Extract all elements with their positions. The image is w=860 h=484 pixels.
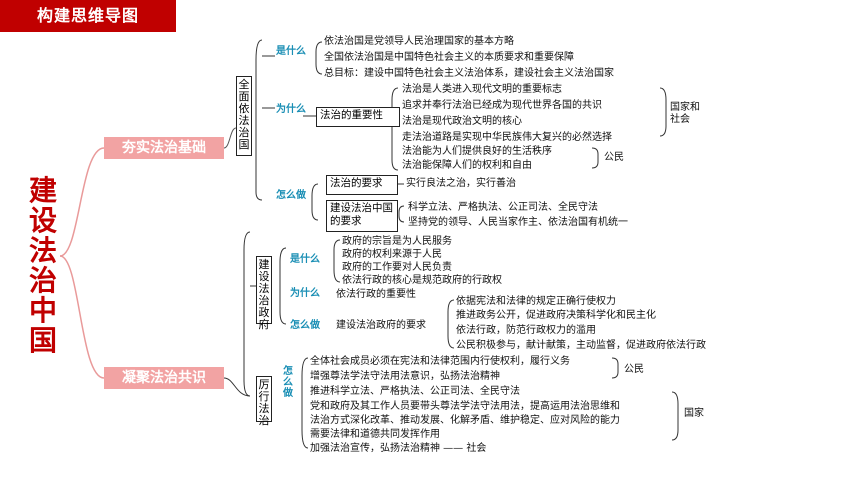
why-item-3: 法治是现代政治文明的核心 <box>402 116 522 127</box>
how-box1-text: 实行良法之治，实行善治 <box>406 178 516 189</box>
group-citizen: 公民 <box>604 152 624 163</box>
gov-tag-how: 怎么做 <box>290 320 320 331</box>
branch2-group-citizen: 公民 <box>624 364 644 375</box>
gov-how-item-4: 公民积极参与，献计献策，主动监督，促进政府依法行政 <box>456 340 706 351</box>
node-rule-by-law: 全面依法治国 <box>236 76 252 156</box>
box-build-requirements: 建设法治中国的要求 <box>326 200 398 232</box>
gov-how-item-3: 依法行政，防范行政权力的滥用 <box>456 325 596 336</box>
node-rule-government: 建设法治政府 <box>256 256 272 331</box>
branch2-item-7: 加强法治宣传，弘扬法治精神 —— 社会 <box>310 443 487 454</box>
node-practice-rule-of-law: 厉行法治 <box>256 376 272 427</box>
how-box2-item-1: 科学立法、严格执法、公正司法、全民守法 <box>408 202 598 213</box>
branch2-tag-how: 怎么做 <box>283 366 293 399</box>
branch2-item-5: 法治方式深化改革、推动发展、化解矛盾、维护稳定、应对风险的能力 <box>310 415 620 426</box>
tag-why: 为什么 <box>276 104 306 115</box>
box-requirements: 法治的要求 <box>326 175 398 195</box>
gov-what-item-2: 政府的权利来源于人民 <box>342 249 442 260</box>
branch-title-foundation: 夯实法治基础 <box>104 137 224 159</box>
how-box2-item-2: 坚持党的领导、人民当家作主、依法治国有机统一 <box>408 217 628 228</box>
why-item-2: 追求并奉行法治已经成为现代世界各国的共识 <box>402 100 602 111</box>
tag-how: 怎么做 <box>276 190 306 201</box>
box-importance: 法治的重要性 <box>316 107 400 127</box>
why-item-4: 走法治道路是实现中华民族伟大复兴的必然选择 <box>402 132 612 143</box>
what-item-3: 总目标：建设中国特色社会主义法治体系，建设社会主义法治国家 <box>324 68 614 79</box>
why-item-5: 法治能为人们提供良好的生活秩序 <box>402 146 552 157</box>
branch-title-consensus: 凝聚法治共识 <box>104 367 224 389</box>
branch2-item-2: 增强尊法学法守法用法意识，弘扬法治精神 <box>310 371 500 382</box>
tag-what: 是什么 <box>276 46 306 57</box>
header-banner: 构建思维导图 <box>0 0 176 32</box>
root-title: 建设法治中国 <box>28 174 57 357</box>
gov-what-item-3: 政府的工作要对人民负责 <box>342 262 452 273</box>
branch2-item-6: 需要法律和道德共同发挥作用 <box>310 429 440 440</box>
why-item-1: 法治是人类进入现代文明的重要标志 <box>402 84 562 95</box>
gov-how-item-1: 依据宪法和法律的规定正确行使权力 <box>456 296 616 307</box>
gov-what-item-4: 依法行政的核心是规范政府的行政权 <box>342 275 502 286</box>
gov-how-text: 建设法治政府的要求 <box>336 320 426 331</box>
branch2-item-4: 党和政府及其工作人员要带头尊法学法守法用法，提高运用法治思维和 <box>310 401 620 412</box>
group-state-society: 国家和社会 <box>670 102 700 125</box>
why-item-6: 法治能保障人们的权利和自由 <box>402 160 532 171</box>
what-item-1: 依法治国是党领导人民治理国家的基本方略 <box>324 36 514 47</box>
gov-what-item-1: 政府的宗旨是为人民服务 <box>342 236 452 247</box>
what-item-2: 全国依法治国是中国特色社会主义的本质要求和重要保障 <box>324 52 574 63</box>
gov-tag-what: 是什么 <box>290 254 320 265</box>
gov-why-text: 依法行政的重要性 <box>336 289 416 300</box>
branch2-item-1: 全体社会成员必须在宪法和法律范围内行使权利，履行义务 <box>310 356 570 367</box>
branch2-item-3: 推进科学立法、严格执法、公正司法、全民守法 <box>310 386 520 397</box>
branch2-group-state: 国家 <box>684 408 704 419</box>
gov-how-item-2: 推进政务公开，促进政府决策科学化和民主化 <box>456 310 656 321</box>
gov-tag-why: 为什么 <box>290 288 320 299</box>
